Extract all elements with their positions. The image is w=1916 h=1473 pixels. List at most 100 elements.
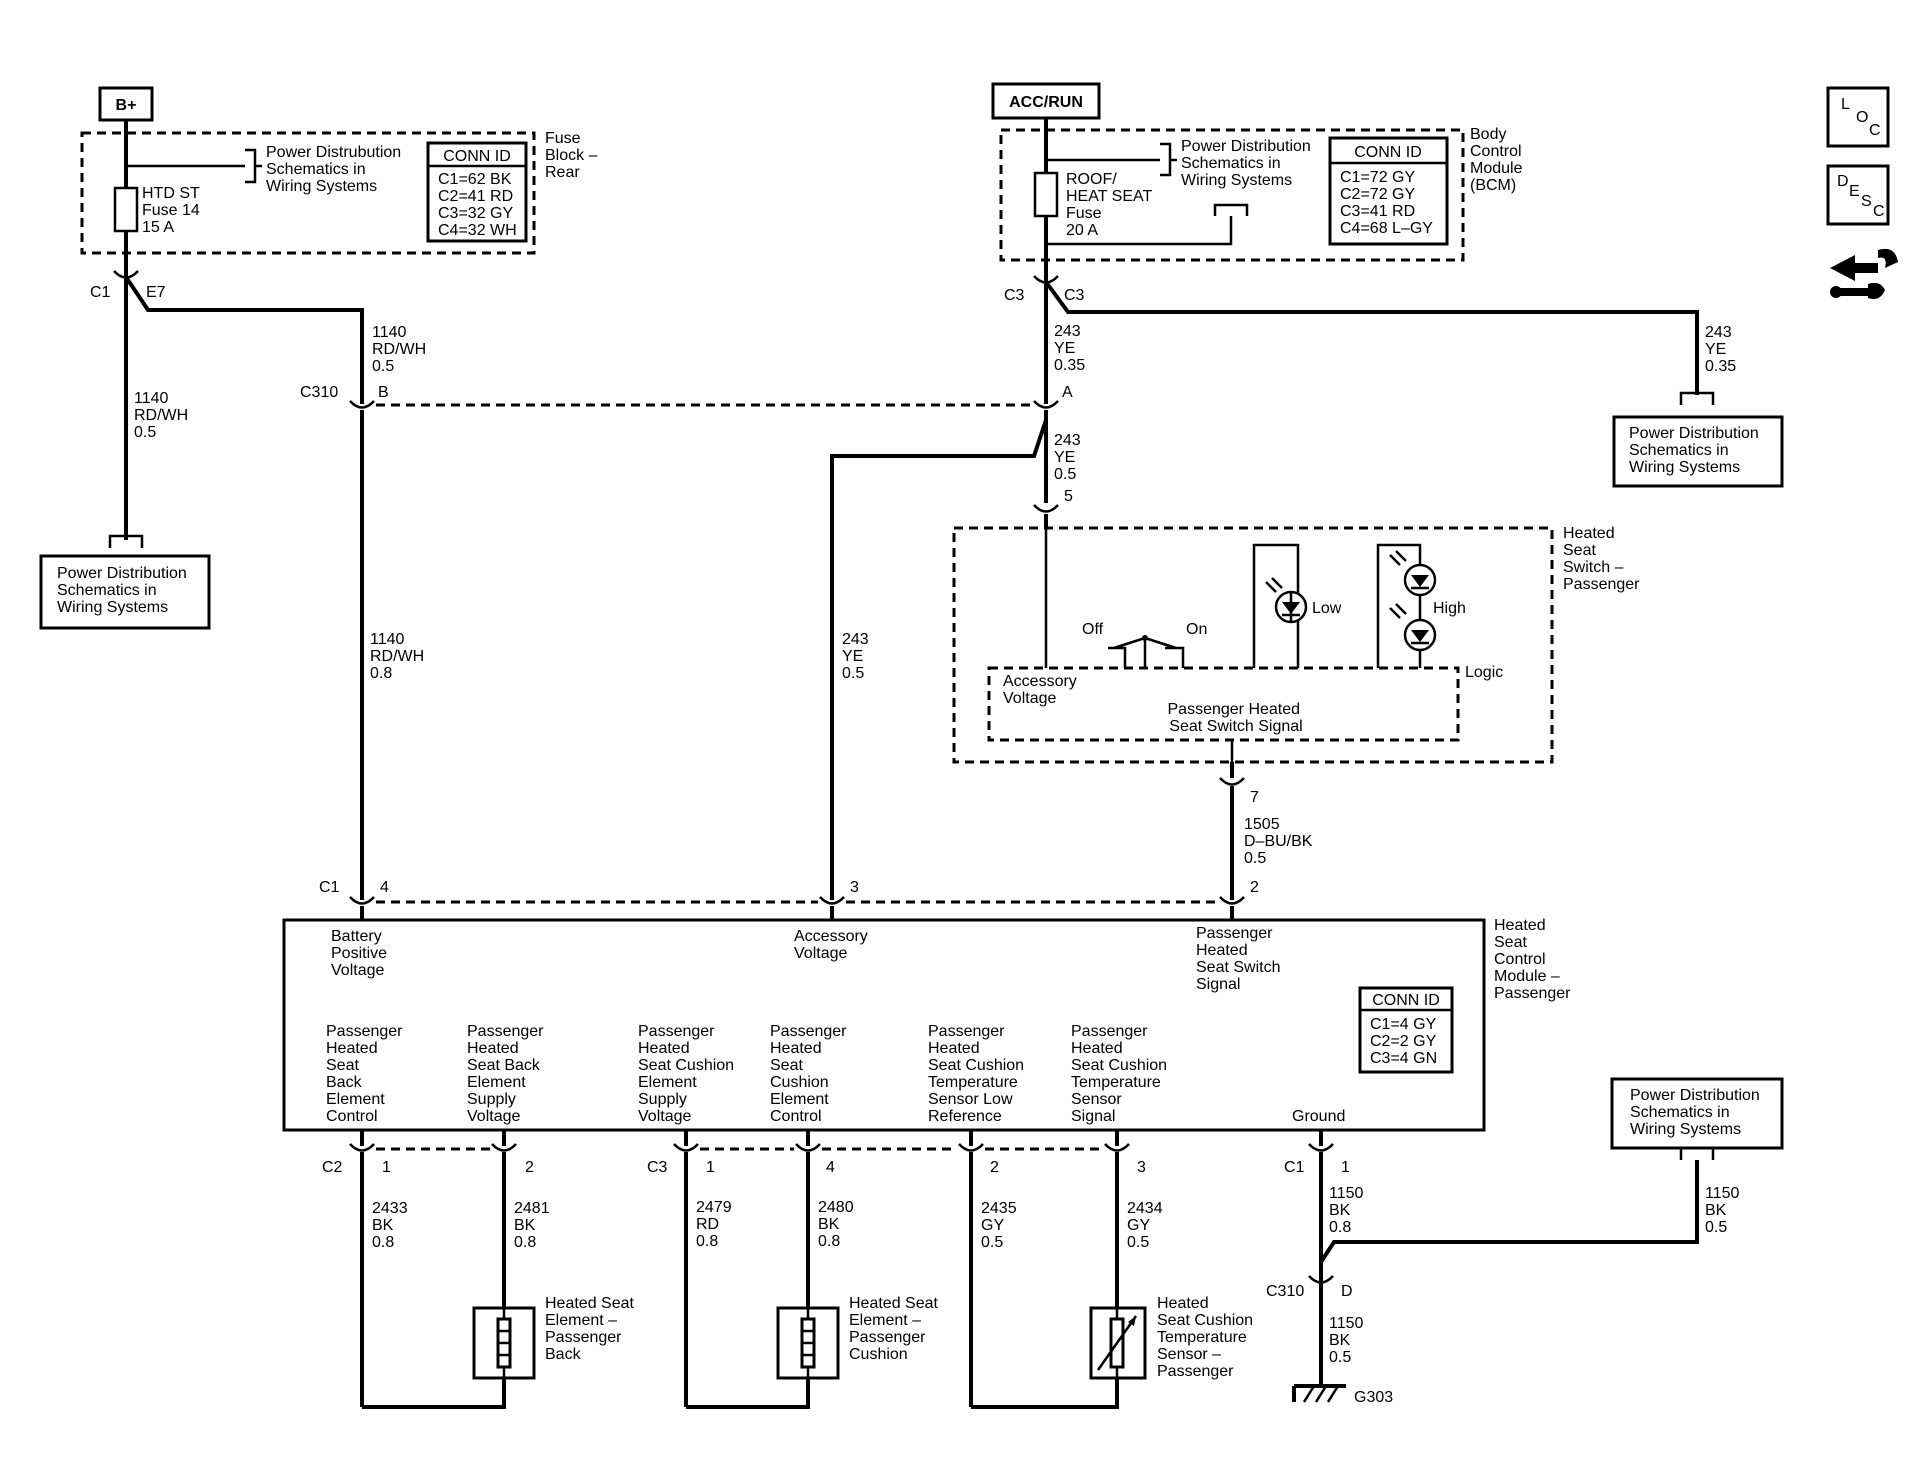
c310-pin-b: B bbox=[378, 384, 389, 401]
label-cushion-control: Passenger Heated Seat Cushion Element Co… bbox=[770, 1023, 851, 1125]
wire-243-main-label: 243 YE 0.35 bbox=[1054, 323, 1085, 374]
module-conn-id-title: CONN ID bbox=[1372, 992, 1440, 1009]
svg-text:C: C bbox=[1873, 203, 1885, 220]
ground-pin-1: 1 bbox=[1341, 1159, 1350, 1176]
bcm-outline bbox=[999, 128, 1465, 262]
bcm-fuse-section: ACC/RUN Power Distribution Schematics in… bbox=[991, 82, 1527, 262]
wire-2479-label: 2479 RD 0.8 bbox=[696, 1199, 736, 1250]
wire-1150-c-label: 1150 BK 0.5 bbox=[1329, 1315, 1368, 1366]
wire-243-right-label: 243 YE 0.35 bbox=[1705, 324, 1736, 375]
fuse-block-conn-id bbox=[426, 141, 528, 243]
desc-icon[interactable]: D E S C bbox=[1826, 164, 1890, 226]
svg-text:S: S bbox=[1861, 193, 1872, 210]
module-pin-2: 2 bbox=[1250, 879, 1259, 896]
bottom-connectors: C2 1 2 C3 1 4 2 3 C1 1 bbox=[322, 1130, 1350, 1176]
module-pin-3: 3 bbox=[850, 879, 859, 896]
module-c1-label: C1 bbox=[319, 879, 340, 896]
high-label: High bbox=[1433, 600, 1466, 617]
switch-signal-label: Passenger Heated Seat Switch Signal bbox=[1168, 701, 1305, 735]
wire-1140-c310-label: 1140 RD/WH 0.5 bbox=[372, 324, 431, 375]
roof-heat-seat-fuse-label: ROOF/ HEAT SEAT Fuse 20 A bbox=[1066, 171, 1156, 239]
accrun-label: ACC/RUN bbox=[1009, 94, 1083, 111]
c310-pin-d: D bbox=[1341, 1283, 1353, 1300]
fuse-block-name: Fuse Block – Rear bbox=[545, 130, 602, 181]
wire-2480-label: 2480 BK 0.8 bbox=[818, 1199, 858, 1250]
conn-c2-label: C2 bbox=[322, 1159, 343, 1176]
pd-right-bottom-label: Power Distribution Schematics in Wiring … bbox=[1630, 1087, 1764, 1138]
label-ground: Ground bbox=[1292, 1108, 1345, 1125]
bcm-conn-id-title: CONN ID bbox=[1354, 144, 1422, 161]
conn-c3-label: C3 bbox=[647, 1159, 668, 1176]
low-indicator: Low bbox=[1252, 543, 1342, 668]
loc-icon[interactable]: L O C bbox=[1826, 86, 1890, 148]
bcm-conn-id bbox=[1328, 136, 1449, 246]
cushion-element-label: Heated Seat Element – Passenger Cushion bbox=[849, 1295, 942, 1363]
accessory-voltage-label: Accessory Voltage bbox=[1003, 673, 1081, 707]
fuse-14-symbol bbox=[113, 186, 139, 233]
fuse-14-label: HTD ST Fuse 14 15 A bbox=[142, 185, 204, 236]
svg-text:L: L bbox=[1841, 96, 1850, 113]
wire-1150-b-label: 1150 BK 0.5 bbox=[1705, 1185, 1744, 1236]
heated-seat-cushion-circuit: 2479 RD 0.8 2480 BK 0.8 Heated Seat Elem… bbox=[684, 1152, 942, 1409]
pd-right-top-box bbox=[1612, 415, 1784, 488]
conn-c1b-label: C1 bbox=[1284, 1159, 1305, 1176]
wire-2434-label: 2434 GY 0.5 bbox=[1127, 1200, 1167, 1251]
c3-pin-2: 2 bbox=[990, 1159, 999, 1176]
wire-1505-label: 1505 D–BU/BK 0.5 bbox=[1244, 816, 1317, 867]
c2-pin-1: 1 bbox=[382, 1159, 391, 1176]
battery-positive-voltage: Battery Positive Voltage bbox=[331, 928, 391, 979]
c3-pin-1: 1 bbox=[706, 1159, 715, 1176]
high-indicator: High bbox=[1376, 543, 1466, 668]
bcm-conn-rows: C1=72 GY C2=72 GY C3=41 RD C4=68 L–GY bbox=[1340, 169, 1433, 237]
c3-pin-4: 4 bbox=[826, 1159, 835, 1176]
module-name: Heated Seat Control Module – Passenger bbox=[1494, 917, 1571, 1002]
bplus-label: B+ bbox=[116, 97, 137, 114]
heated-seat-control-module: C1 4 3 2 Heated Seat Control Module – Pa… bbox=[282, 879, 1571, 1176]
switch-pin-7: 7 bbox=[1250, 789, 1259, 806]
c310-label: C310 bbox=[300, 384, 338, 401]
wire-1140-long-label: 1140 RD/WH 0.8 bbox=[370, 631, 429, 682]
pd-right-top-label: Power Distribution Schematics in Wiring … bbox=[1629, 425, 1763, 476]
pd-left-box bbox=[39, 554, 211, 630]
conn-id-title: CONN ID bbox=[443, 148, 511, 165]
tools-icon[interactable] bbox=[1830, 248, 1898, 299]
module-conn-rows: C1=4 GY C2=2 GY C3=4 GN bbox=[1370, 1016, 1440, 1067]
low-label: Low bbox=[1312, 600, 1342, 617]
label-temp-signal: Passenger Heated Seat Cushion Temperatur… bbox=[1071, 1023, 1172, 1125]
c3-pin-3: 3 bbox=[1137, 1159, 1146, 1176]
connector-c1-e7: C1 E7 1140 RD/WH 0.5 1140 RD/WH 0.5 bbox=[90, 253, 431, 548]
module-conn-id bbox=[1358, 986, 1454, 1074]
fuse-block-outline bbox=[80, 131, 536, 255]
wire-2435-label: 2435 GY 0.5 bbox=[981, 1200, 1021, 1251]
roof-heat-seat-fuse bbox=[1033, 171, 1059, 218]
switch-on-label: On bbox=[1186, 621, 1207, 638]
wire-2433-label: 2433 BK 0.8 bbox=[372, 1200, 412, 1251]
switch-off-label: Off bbox=[1082, 621, 1104, 638]
bcm-c3-left: C3 bbox=[1004, 287, 1025, 304]
c310-pin-a: A bbox=[1062, 384, 1073, 401]
label-back-supply: Passenger Heated Seat Back Element Suppl… bbox=[467, 1023, 548, 1125]
ground-c310-label: C310 bbox=[1266, 1283, 1304, 1300]
module-pin-4: 4 bbox=[380, 879, 389, 896]
fuse-block-conn-rows: C1=62 BK C2=41 RD C3=32 GY C4=32 WH bbox=[438, 171, 518, 239]
accrun-terminal bbox=[991, 82, 1101, 120]
bcm-name: Body Control Module (BCM) bbox=[1470, 126, 1527, 194]
logic-label: Logic bbox=[1465, 664, 1503, 681]
svg-text:C: C bbox=[1869, 122, 1881, 139]
heated-seat-back-circuit: 2433 BK 0.8 2481 BK 0.8 Heated Seat Elem… bbox=[360, 1152, 638, 1409]
wire-2481-label: 2481 BK 0.8 bbox=[514, 1200, 554, 1251]
wire-243-module-label: 243 YE 0.5 bbox=[842, 631, 873, 682]
label-cushion-supply: Passenger Heated Seat Cushion Element Su… bbox=[638, 1023, 739, 1125]
fuse-block-pd-ref: Power Distrubution Schematics in Wiring … bbox=[266, 144, 406, 195]
bcm-c3-right: C3 bbox=[1064, 287, 1085, 304]
conn-e7-label: E7 bbox=[146, 284, 166, 301]
c2-pin-2: 2 bbox=[525, 1159, 534, 1176]
module-accessory-voltage: Accessory Voltage bbox=[794, 928, 872, 962]
switch-name: Heated Seat Switch – Passenger bbox=[1563, 525, 1640, 593]
heated-seat-switch: 5 Heated Seat Switch – Passenger Off On bbox=[952, 488, 1640, 900]
switch-pin-5: 5 bbox=[1064, 488, 1073, 505]
temperature-sensor-circuit: 2435 GY 0.5 2434 GY 0.5 Heated Seat Cush… bbox=[969, 1152, 1253, 1409]
back-element-label: Heated Seat Element – Passenger Back bbox=[545, 1295, 638, 1363]
ground-circuit: Power Distribution Schematics in Wiring … bbox=[1266, 1077, 1784, 1406]
